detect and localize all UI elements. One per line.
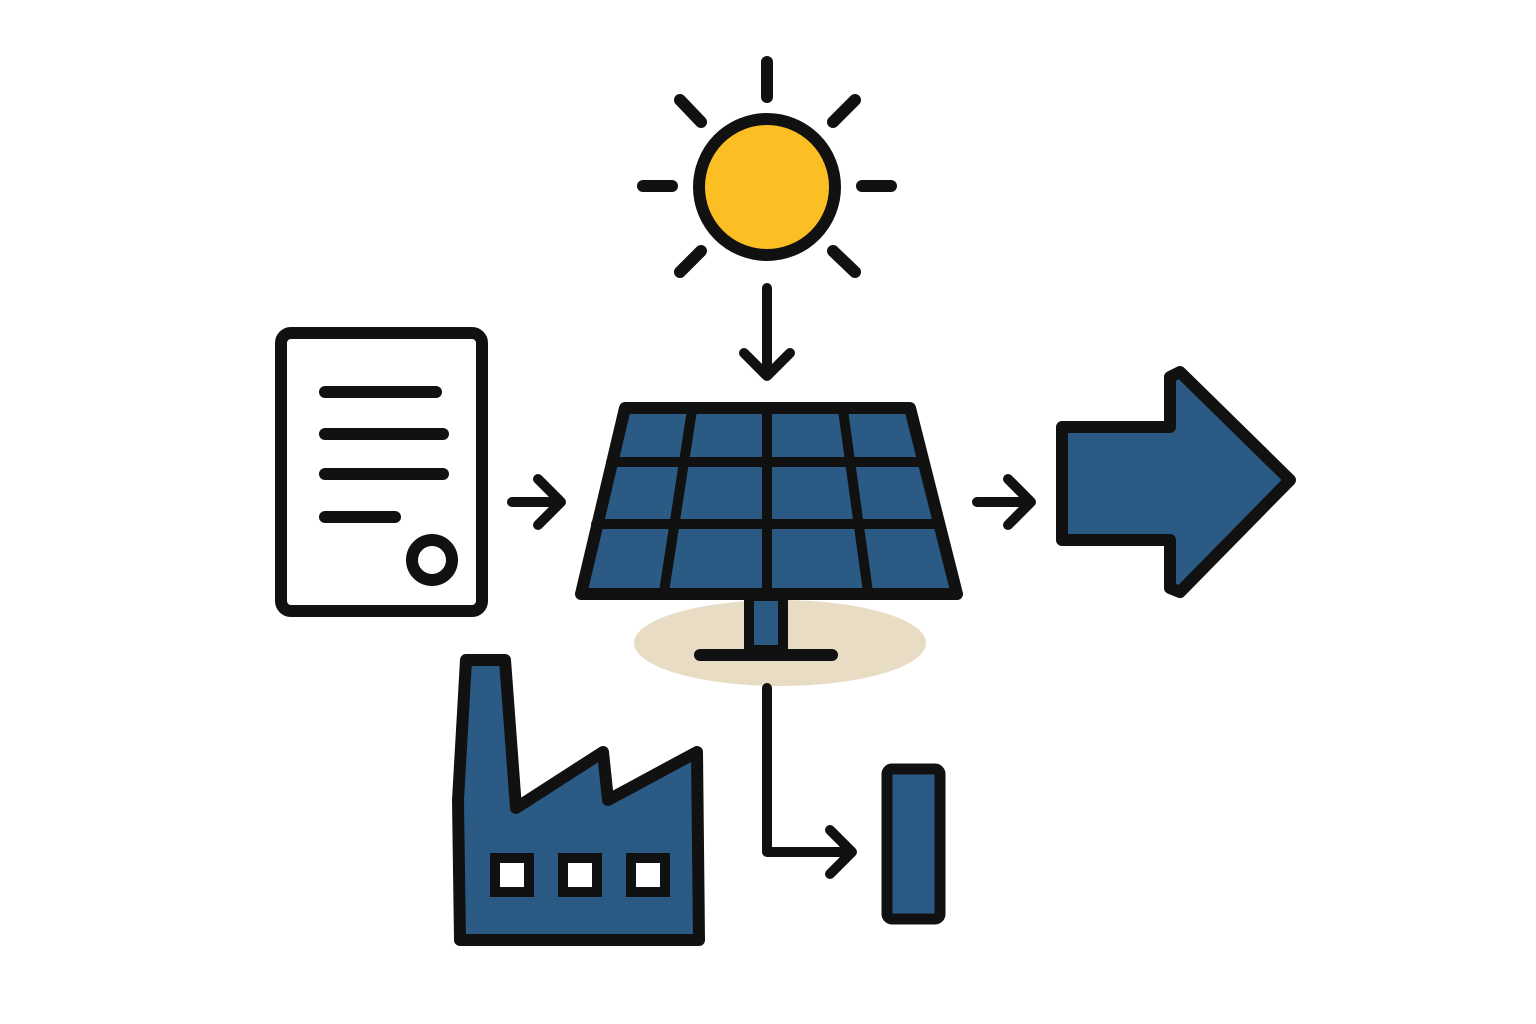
solar-panel-icon (575, 402, 963, 661)
arrow-document-to-panel (507, 474, 566, 530)
arrow-sun-to-panel (739, 283, 795, 381)
arrow-panel-to-battery (762, 683, 857, 879)
sun-icon (637, 56, 897, 278)
factory-icon (452, 654, 705, 946)
output-arrow-icon (1056, 366, 1296, 598)
document-certificate-icon (275, 327, 488, 617)
factory-window (490, 853, 534, 897)
panel-stand (744, 591, 788, 655)
seal-icon (406, 534, 458, 586)
arrow-panel-to-output (972, 474, 1036, 530)
battery-bar-icon (881, 763, 946, 925)
factory-window (626, 853, 670, 897)
factory-window (558, 853, 602, 897)
